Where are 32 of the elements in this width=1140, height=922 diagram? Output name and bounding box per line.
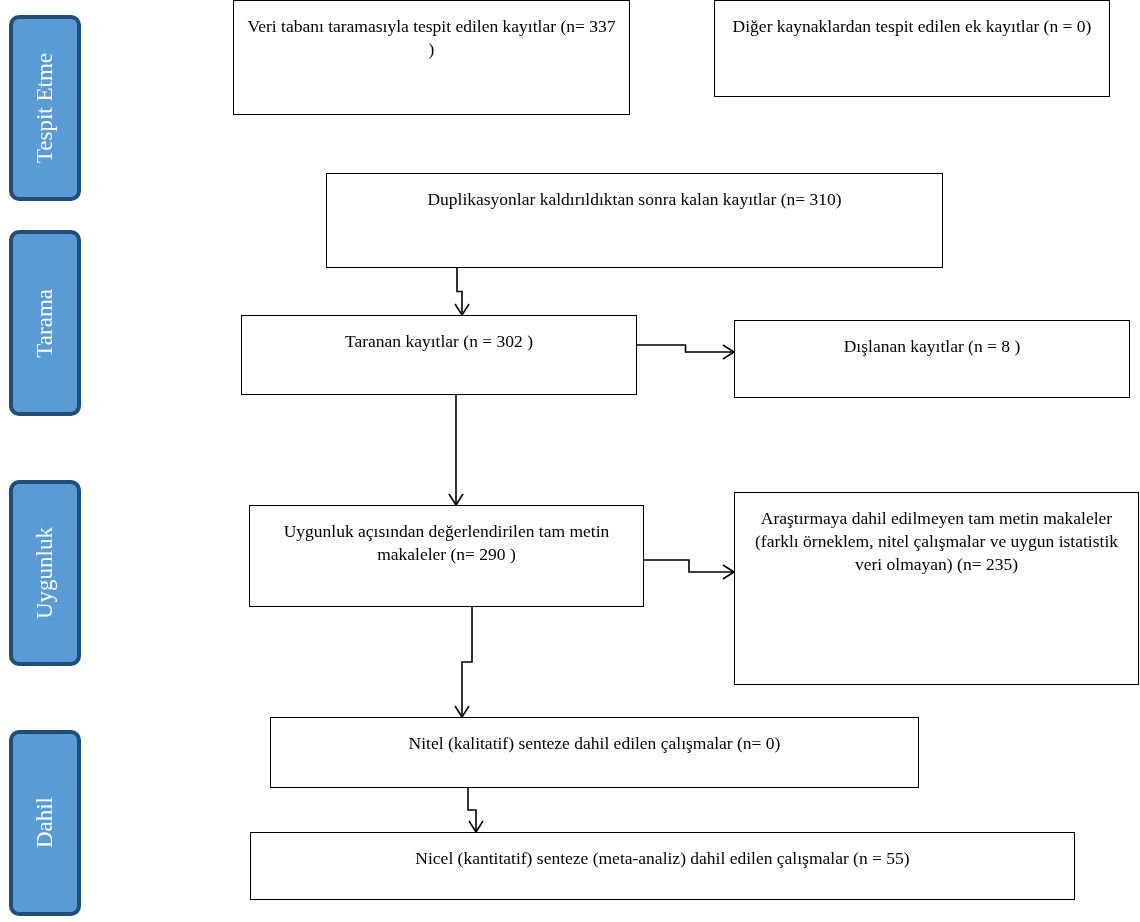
arrow	[448, 394, 464, 506]
box-text: Uygunluk açısından değerlendirilen tam metin makaleler (n= 290 )	[282, 520, 611, 566]
arrow	[636, 344, 735, 360]
process-box	[734, 320, 1130, 398]
box-text: Diğer kaynaklardan tespit edilen ek kayıtlar (n = 0)	[732, 15, 1092, 38]
stage-label-box	[9, 230, 81, 416]
process-box	[249, 505, 644, 607]
box-text: Taranan kayıtlar (n = 302 )	[345, 330, 533, 353]
process-box	[714, 0, 1110, 97]
process-box	[326, 173, 943, 268]
stage-label-box	[9, 480, 81, 666]
arrow	[454, 267, 470, 316]
process-box	[233, 0, 630, 115]
box-text: Dışlanan kayıtlar (n = 8 )	[843, 335, 1021, 358]
box-text: Araştırmaya dahil edilmeyen tam metin makaleler (farklı örneklem, nitel çalışmalar ve uygun istatistik veri olmayan) (n= 235)	[754, 507, 1119, 576]
box-text: Nitel (kalitatif) senteze dahil edilen çalışmalar (n= 0)	[408, 732, 781, 755]
process-box	[734, 492, 1139, 685]
arrow	[643, 559, 735, 580]
box-text: Veri tabanı taramasıyla tespit edilen kayıtlar (n= 337 )	[246, 15, 617, 61]
stage-label: Uygunluk	[32, 527, 58, 619]
process-box	[241, 315, 637, 395]
stage-label-box	[9, 730, 81, 916]
box-text: Nicel (kantitatif) senteze (meta-analiz) dahil edilen çalışmalar (n = 55)	[415, 847, 910, 870]
stage-label: Dahil	[32, 797, 58, 849]
process-box	[270, 717, 919, 788]
box-text: Duplikasyonlar kaldırıldıktan sonra kalan kayıtlar (n= 310)	[427, 188, 842, 211]
stage-label: Tespit Etme	[32, 52, 58, 164]
process-box	[250, 832, 1075, 900]
arrow	[454, 606, 473, 718]
arrow	[467, 787, 484, 833]
stage-label: Tarama	[32, 288, 58, 358]
stage-label-box	[9, 15, 81, 201]
